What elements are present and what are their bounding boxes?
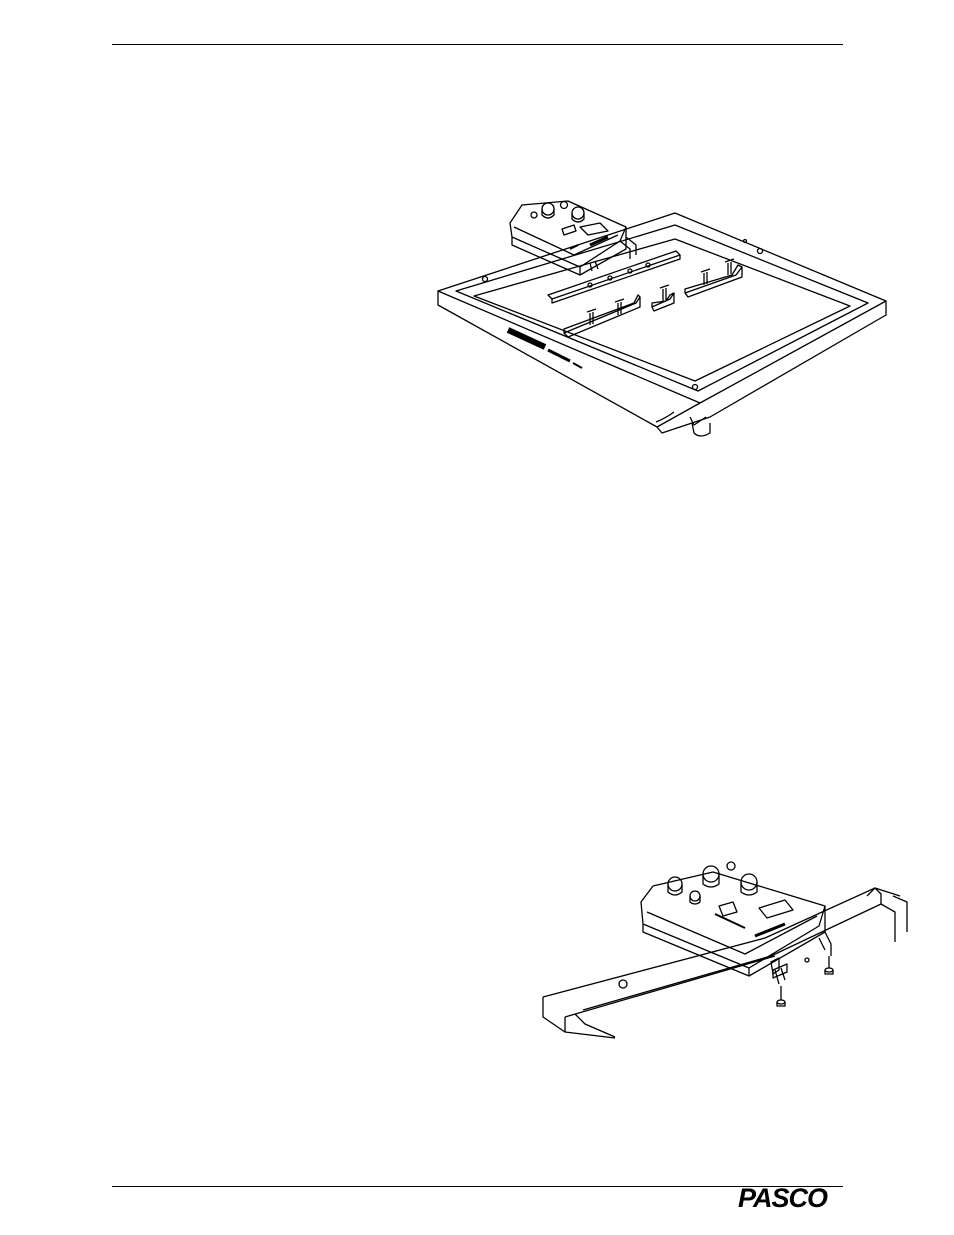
sensor-mounted-figure bbox=[535, 852, 915, 1042]
bracket-right bbox=[685, 259, 742, 297]
bracket-left bbox=[564, 295, 640, 337]
bracket-rail bbox=[548, 251, 680, 303]
tray-outline bbox=[438, 213, 886, 436]
tray-edge bbox=[543, 888, 907, 1038]
tray-assembly-figure bbox=[430, 185, 900, 455]
header-rule bbox=[112, 44, 843, 45]
pasco-logo: PASCO bbox=[738, 1183, 844, 1213]
footer-rule bbox=[112, 1186, 843, 1187]
bracket-middle bbox=[652, 285, 674, 311]
sensor-unit bbox=[510, 201, 636, 275]
